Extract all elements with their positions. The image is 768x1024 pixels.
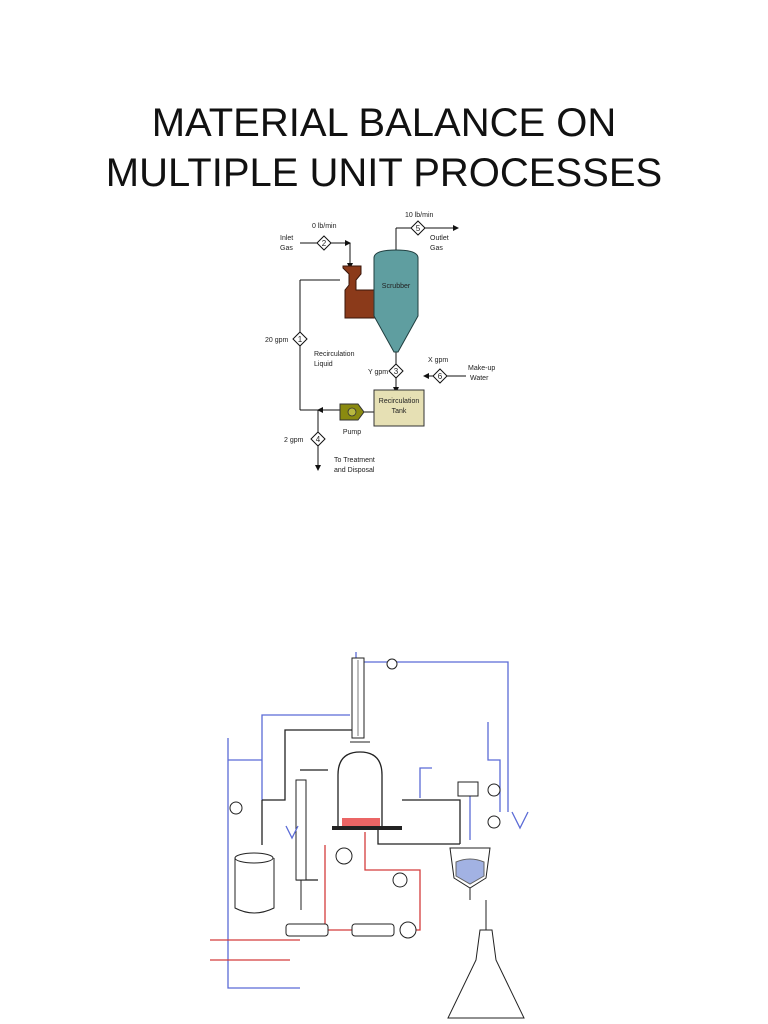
stream-marker-1: 1 xyxy=(292,331,308,347)
exchanger-right xyxy=(351,923,395,937)
right-box-instrument xyxy=(457,781,479,797)
inlet-gas-label-1: Inlet xyxy=(280,235,293,242)
tank-label-line-1: Recirculation xyxy=(379,398,420,405)
top-gauge-icon xyxy=(386,658,398,670)
pressure-gauge-icon xyxy=(335,847,353,865)
outlet-gas-label-2: Gas xyxy=(430,245,443,252)
slide-title-line-2: MULTIPLE UNIT PROCESSES xyxy=(105,151,663,195)
heating-zone xyxy=(342,818,380,826)
tank-shape xyxy=(373,389,425,427)
stream-number-3: 3 xyxy=(394,367,399,376)
stream-marker-2: 2 xyxy=(316,235,332,251)
right-gauge-bottom-icon xyxy=(487,815,501,829)
x-flow-label: X gpm xyxy=(428,357,448,364)
pump-gauge-icon xyxy=(399,921,417,939)
scrubber-shape xyxy=(373,249,419,353)
feed-vessel-body xyxy=(234,858,275,914)
bell-base-plate xyxy=(332,826,402,830)
inlet-flow-label: 0 lb/min xyxy=(312,223,337,230)
exchanger-left xyxy=(285,923,329,937)
scrubber-label: Scrubber xyxy=(382,283,411,290)
stream-number-2: 2 xyxy=(322,239,327,248)
stream-number-1: 1 xyxy=(298,335,303,344)
left-drain-symbol xyxy=(285,825,299,840)
stream-marker-6: 6 xyxy=(432,368,448,384)
right-gauge-top-icon xyxy=(487,783,501,797)
blue-right-line xyxy=(487,722,501,812)
stream-marker-4: 4 xyxy=(310,431,326,447)
flask-liquid xyxy=(455,858,485,885)
pump-unit: Pump xyxy=(339,403,365,436)
outlet-flow-label: 10 lb/min xyxy=(405,212,434,219)
slide-title: MATERIAL BALANCE ON MULTIPLE UNIT PROCES… xyxy=(0,98,768,198)
black-bottom-line xyxy=(377,828,460,845)
stream-marker-3: 3 xyxy=(388,363,404,379)
red-right-loop xyxy=(364,832,421,931)
left-gauge-icon xyxy=(229,801,243,815)
temperature-gauge-icon xyxy=(392,872,408,888)
blue-left-line xyxy=(261,714,350,800)
flow-labels: 0 lb/min 10 lb/min Inlet Gas Outlet Gas … xyxy=(265,212,495,474)
apparatus-diagram xyxy=(210,652,529,1019)
feed-vessel-top xyxy=(234,852,274,864)
stream-marker-5: 5 xyxy=(410,220,426,236)
recirc-liquid-label-1: Recirculation xyxy=(314,351,355,358)
drain-symbol xyxy=(511,811,529,830)
stream-number-5: 5 xyxy=(416,224,421,233)
bell-reactor xyxy=(332,741,402,830)
blue-top-loop xyxy=(355,652,509,812)
outlet-gas-label-1: Outlet xyxy=(430,235,449,242)
disposal-label-2: and Disposal xyxy=(334,467,375,474)
tank-label-line-2: Tank xyxy=(392,408,407,415)
blue-mid-line xyxy=(419,767,432,798)
black-top-line xyxy=(262,729,358,801)
blue-outer-left xyxy=(227,738,300,989)
funnel-shape xyxy=(447,929,525,1019)
slide-title-line-1: MATERIAL BALANCE ON xyxy=(151,101,617,145)
disposal-label-1: To Treatment xyxy=(334,457,375,464)
heat-exchangers xyxy=(285,923,395,937)
black-right-line xyxy=(402,799,461,844)
right-flask xyxy=(449,847,491,900)
feed-vessel xyxy=(234,852,275,914)
y-flow-label: Y gpm xyxy=(368,369,388,376)
stream-number-6: 6 xyxy=(438,372,443,381)
recirc-flow-label: 20 gpm xyxy=(265,337,289,344)
inlet-gas-label-2: Gas xyxy=(280,245,293,252)
scrubber-vessel: Scrubber xyxy=(373,249,419,353)
disposal-flow-label: 2 gpm xyxy=(284,437,304,444)
makeup-label-2: Water xyxy=(470,375,489,382)
bottom-funnel xyxy=(447,929,525,1019)
blue-piping xyxy=(227,652,509,989)
gauges xyxy=(335,783,501,939)
recirc-liquid-label-2: Liquid xyxy=(314,361,333,368)
buret-tube xyxy=(295,779,307,881)
black-piping xyxy=(261,729,461,881)
stream-number-4: 4 xyxy=(316,435,321,444)
pump-impeller-icon xyxy=(347,407,357,417)
recirculation-tank: Recirculation Tank xyxy=(373,389,425,427)
stream-markers: 2 5 1 3 6 4 xyxy=(292,220,448,447)
condenser-column xyxy=(351,657,365,739)
bell-jar xyxy=(337,751,383,826)
buret-column xyxy=(295,779,307,910)
makeup-label-1: Make-up xyxy=(468,365,495,372)
pump-label: Pump xyxy=(343,429,361,436)
